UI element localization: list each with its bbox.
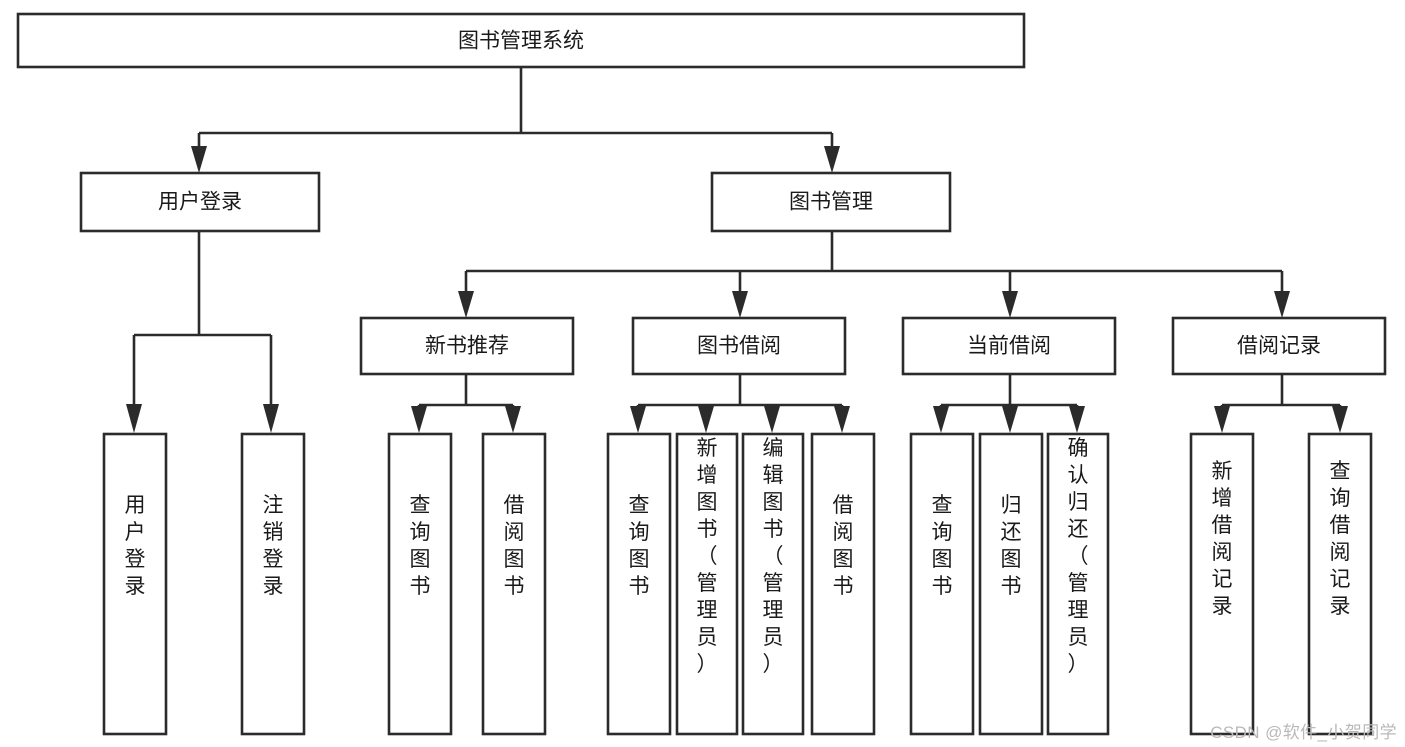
node-leaf-confirm-return-box[interactable] [1046, 432, 1110, 736]
node-leaf-borrow-book-2-box[interactable] [810, 432, 876, 736]
node-leaf-return-book-label: 归还图书 [1001, 494, 1022, 598]
arrow-head-current-borrow [1002, 291, 1018, 318]
node-leaf-add-record-box[interactable] [1189, 432, 1255, 736]
node-leaf-logout[interactable]: 注销登录 [240, 432, 306, 736]
node-new-book-rec-box[interactable] [359, 316, 575, 376]
arrow-head-leaf-user-login [126, 404, 142, 433]
connector-group-borrow-record [1214, 374, 1348, 433]
node-root-label: 图书管理系统 [458, 30, 584, 53]
node-borrow-record-label: 借阅记录 [1237, 335, 1321, 358]
node-leaf-return-book-box[interactable] [978, 432, 1044, 736]
arrow-head-add-book [698, 406, 714, 433]
node-book-borrow[interactable]: 图书借阅 [631, 316, 847, 376]
arrow-head-query-book-2 [630, 406, 646, 433]
node-leaf-borrow-book-1[interactable]: 借阅图书 [481, 432, 547, 736]
node-borrow-record-box[interactable] [1171, 316, 1387, 376]
node-new-book-rec-label: 新书推荐 [425, 335, 509, 358]
node-leaf-edit-book-label: 编辑图书（管理员） [763, 437, 784, 676]
connector-group-book-borrow [630, 374, 850, 433]
node-root-box[interactable] [16, 12, 1026, 69]
node-leaf-query-record-box[interactable] [1307, 432, 1373, 736]
node-leaf-return-book[interactable]: 归还图书 [978, 432, 1044, 736]
arrow-head-query-book-1 [411, 406, 427, 433]
node-leaf-query-book-1[interactable]: 查询图书 [387, 432, 453, 736]
connector-group-user-login [126, 231, 279, 433]
node-leaf-edit-book-box[interactable] [741, 432, 805, 736]
node-leaf-add-book-box[interactable] [675, 432, 739, 736]
node-leaf-query-book-2-box[interactable] [606, 432, 672, 736]
node-leaf-borrow-book-2-label: 借阅图书 [833, 494, 854, 598]
node-leaf-query-book-2-label: 查询图书 [629, 494, 650, 598]
arrow-head-confirm-return [1069, 406, 1085, 433]
node-user-login[interactable]: 用户登录 [79, 171, 321, 233]
csdn-watermark: CSDN @软件_小贺同学 [1210, 723, 1397, 742]
node-current-borrow-label: 当前借阅 [967, 335, 1051, 358]
arrow-head-book-manage [824, 146, 840, 173]
arrow-head-leaf-logout [263, 404, 279, 433]
node-leaf-borrow-book-1-label: 借阅图书 [504, 494, 525, 598]
arrow-head-borrow-book-1 [505, 406, 521, 433]
node-leaf-query-book-1-label: 查询图书 [410, 494, 431, 598]
node-leaf-add-record[interactable]: 新增借阅记录 [1189, 432, 1255, 736]
arrow-head-borrow-book-2 [834, 406, 850, 433]
arrow-head-query-record [1332, 406, 1348, 433]
arrow-head-borrow-record [1274, 291, 1290, 318]
node-leaf-logout-box[interactable] [240, 432, 306, 736]
node-book-manage-box[interactable] [710, 171, 952, 233]
node-leaf-user-login[interactable]: 用户登录 [102, 432, 168, 736]
node-book-manage[interactable]: 图书管理 [710, 171, 952, 233]
arrow-head-user-login [191, 146, 207, 173]
node-leaf-query-book-1-box[interactable] [387, 432, 453, 736]
node-leaf-query-book-3-box[interactable] [909, 432, 975, 736]
node-borrow-record[interactable]: 借阅记录 [1171, 316, 1387, 376]
node-leaf-query-book-3-label: 查询图书 [932, 494, 953, 598]
node-leaf-query-record[interactable]: 查询借阅记录 [1307, 432, 1373, 736]
node-leaf-query-record-label: 查询借阅记录 [1330, 460, 1351, 618]
node-current-borrow[interactable]: 当前借阅 [901, 316, 1117, 376]
arrow-head-return-book [1002, 406, 1018, 433]
node-user-login-box[interactable] [79, 171, 321, 233]
node-leaf-confirm-return[interactable]: 确认归还（管理员） [1046, 432, 1110, 736]
connector-group-root [191, 67, 840, 173]
connector-group-book-manage [458, 231, 1290, 318]
node-book-manage-label: 图书管理 [789, 191, 873, 214]
node-new-book-rec[interactable]: 新书推荐 [359, 316, 575, 376]
node-book-borrow-box[interactable] [631, 316, 847, 376]
connector-group-new-book-rec [411, 374, 521, 433]
node-leaf-user-login-box[interactable] [102, 432, 168, 736]
connector-group-current-borrow [933, 374, 1085, 433]
node-leaf-add-record-label: 新增借阅记录 [1212, 460, 1233, 618]
node-current-borrow-box[interactable] [901, 316, 1117, 376]
node-leaf-query-book-3[interactable]: 查询图书 [909, 432, 975, 736]
node-leaf-borrow-book-2[interactable]: 借阅图书 [810, 432, 876, 736]
node-leaf-borrow-book-1-box[interactable] [481, 432, 547, 736]
node-leaf-logout-label: 注销登录 [263, 494, 284, 598]
node-root[interactable]: 图书管理系统 [16, 12, 1026, 69]
arrow-head-edit-book [764, 406, 780, 433]
arrow-head-add-record [1214, 406, 1230, 433]
node-leaf-add-book[interactable]: 新增图书（管理员） [675, 432, 739, 736]
arrow-head-query-book-3 [933, 406, 949, 433]
node-leaf-user-login-label: 用户登录 [125, 494, 146, 598]
arrow-head-book-borrow [732, 291, 748, 318]
node-leaf-confirm-return-label: 确认归还（管理员） [1068, 437, 1089, 676]
node-leaf-add-book-label: 新增图书（管理员） [697, 437, 718, 676]
node-book-borrow-label: 图书借阅 [697, 335, 781, 358]
arrow-head-new-book-rec [458, 291, 474, 318]
node-user-login-label: 用户登录 [158, 191, 242, 214]
node-leaf-query-book-2[interactable]: 查询图书 [606, 432, 672, 736]
node-leaf-edit-book[interactable]: 编辑图书（管理员） [741, 432, 805, 736]
